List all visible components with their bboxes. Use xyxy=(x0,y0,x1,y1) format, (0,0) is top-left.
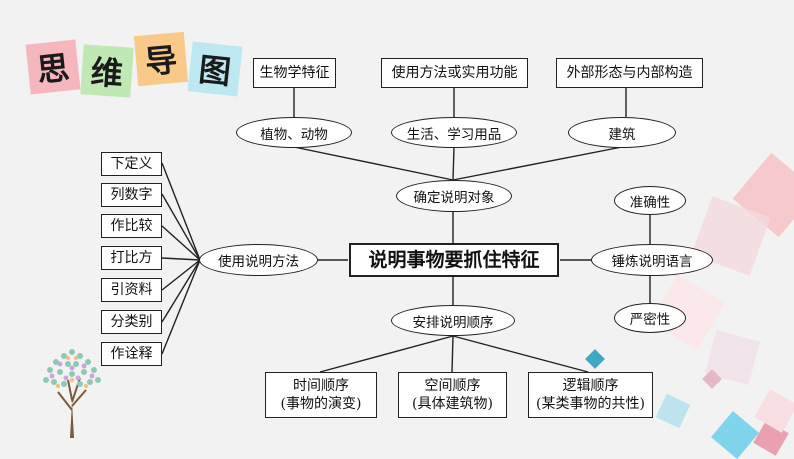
order-note: (某类事物的共性) xyxy=(536,396,645,412)
example-oval: 植物、动物 xyxy=(236,117,352,148)
method-oval: 使用说明方法 xyxy=(199,244,318,276)
language-oval: 锤炼说明语言 xyxy=(591,244,713,276)
order-name: 空间顺序 xyxy=(424,378,481,394)
order-box: 空间顺序 (具体建筑物) xyxy=(398,372,507,418)
central-topic: 说明事物要抓住特征 xyxy=(349,243,559,277)
title-tile: 思 xyxy=(25,39,81,95)
trait-oval: 严密性 xyxy=(614,303,686,333)
feature-box: 外部形态与内部构造 xyxy=(556,58,703,88)
title-tile: 图 xyxy=(187,41,243,97)
method-item: 引资料 xyxy=(101,278,162,302)
feature-box: 生物学特征 xyxy=(253,58,336,88)
order-oval: 安排说明顺序 xyxy=(391,305,515,336)
tree-illustration xyxy=(43,349,101,438)
connector-lines xyxy=(161,88,651,373)
title-tile: 导 xyxy=(133,31,189,87)
order-name: 时间顺序 xyxy=(293,378,349,394)
order-note: (事物的演变) xyxy=(280,396,362,412)
trait-oval: 准确性 xyxy=(614,186,686,215)
method-item: 作诠释 xyxy=(101,342,162,366)
order-name: 逻辑顺序 xyxy=(562,378,619,394)
feature-box: 使用方法或实用功能 xyxy=(381,58,528,88)
example-oval: 建筑 xyxy=(568,117,676,148)
method-item: 作比较 xyxy=(101,214,162,238)
order-box: 时间顺序 (事物的演变) xyxy=(265,372,377,418)
order-box: 逻辑顺序 (某类事物的共性) xyxy=(528,372,653,418)
object-oval: 确定说明对象 xyxy=(396,180,512,212)
title-tile: 维 xyxy=(80,44,134,98)
method-item: 列数字 xyxy=(101,183,162,207)
example-oval: 生活、学习用品 xyxy=(391,117,517,148)
mind-map: 思 维 导 图 生物学特征 使用方法或实用功能 外部形态与内部构造 植物、动物 … xyxy=(25,31,794,459)
method-item: 打比方 xyxy=(101,246,162,270)
method-item: 分类别 xyxy=(101,310,162,334)
method-item: 下定义 xyxy=(101,152,162,176)
order-note: (具体建筑物) xyxy=(412,396,493,412)
